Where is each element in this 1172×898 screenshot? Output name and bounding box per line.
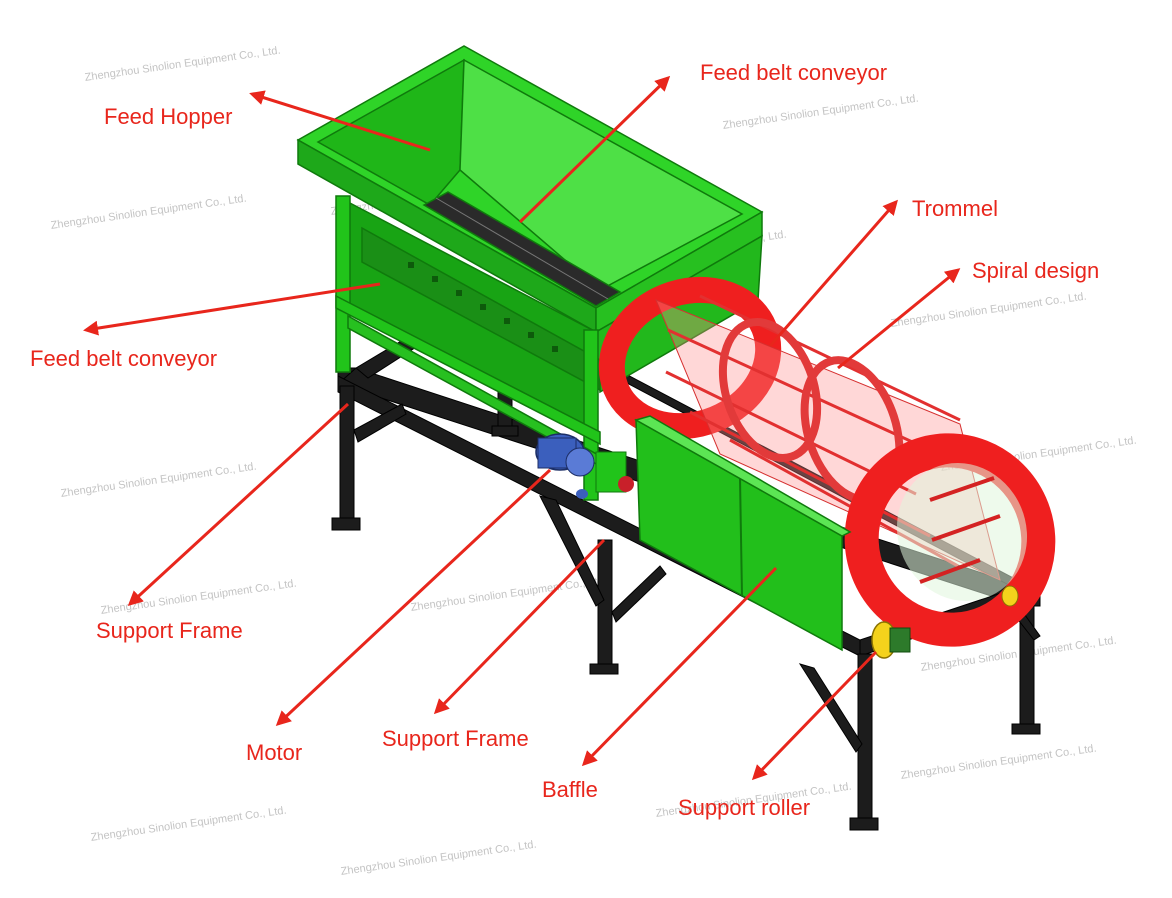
label-support-frame-center: Support Frame	[382, 726, 529, 751]
label-baffle: Baffle	[542, 777, 598, 802]
support-roller	[871, 585, 1019, 659]
baffle-panel	[634, 415, 852, 652]
label-trommel: Trommel	[912, 196, 998, 221]
trommel-drum	[598, 276, 1056, 647]
label-support-roller: Support roller	[678, 795, 811, 820]
label-motor: Motor	[246, 740, 303, 765]
label-feed-belt-conveyor-left: Feed belt conveyor	[30, 346, 218, 371]
callout-arrows	[83, 75, 961, 781]
label-feed-hopper: Feed Hopper	[104, 104, 233, 129]
label-support-frame-left: Support Frame	[96, 618, 243, 643]
label-feed-belt-conveyor-top: Feed belt conveyor	[700, 60, 888, 85]
motor	[535, 433, 634, 499]
label-spiral-design: Spiral design	[972, 258, 1100, 283]
